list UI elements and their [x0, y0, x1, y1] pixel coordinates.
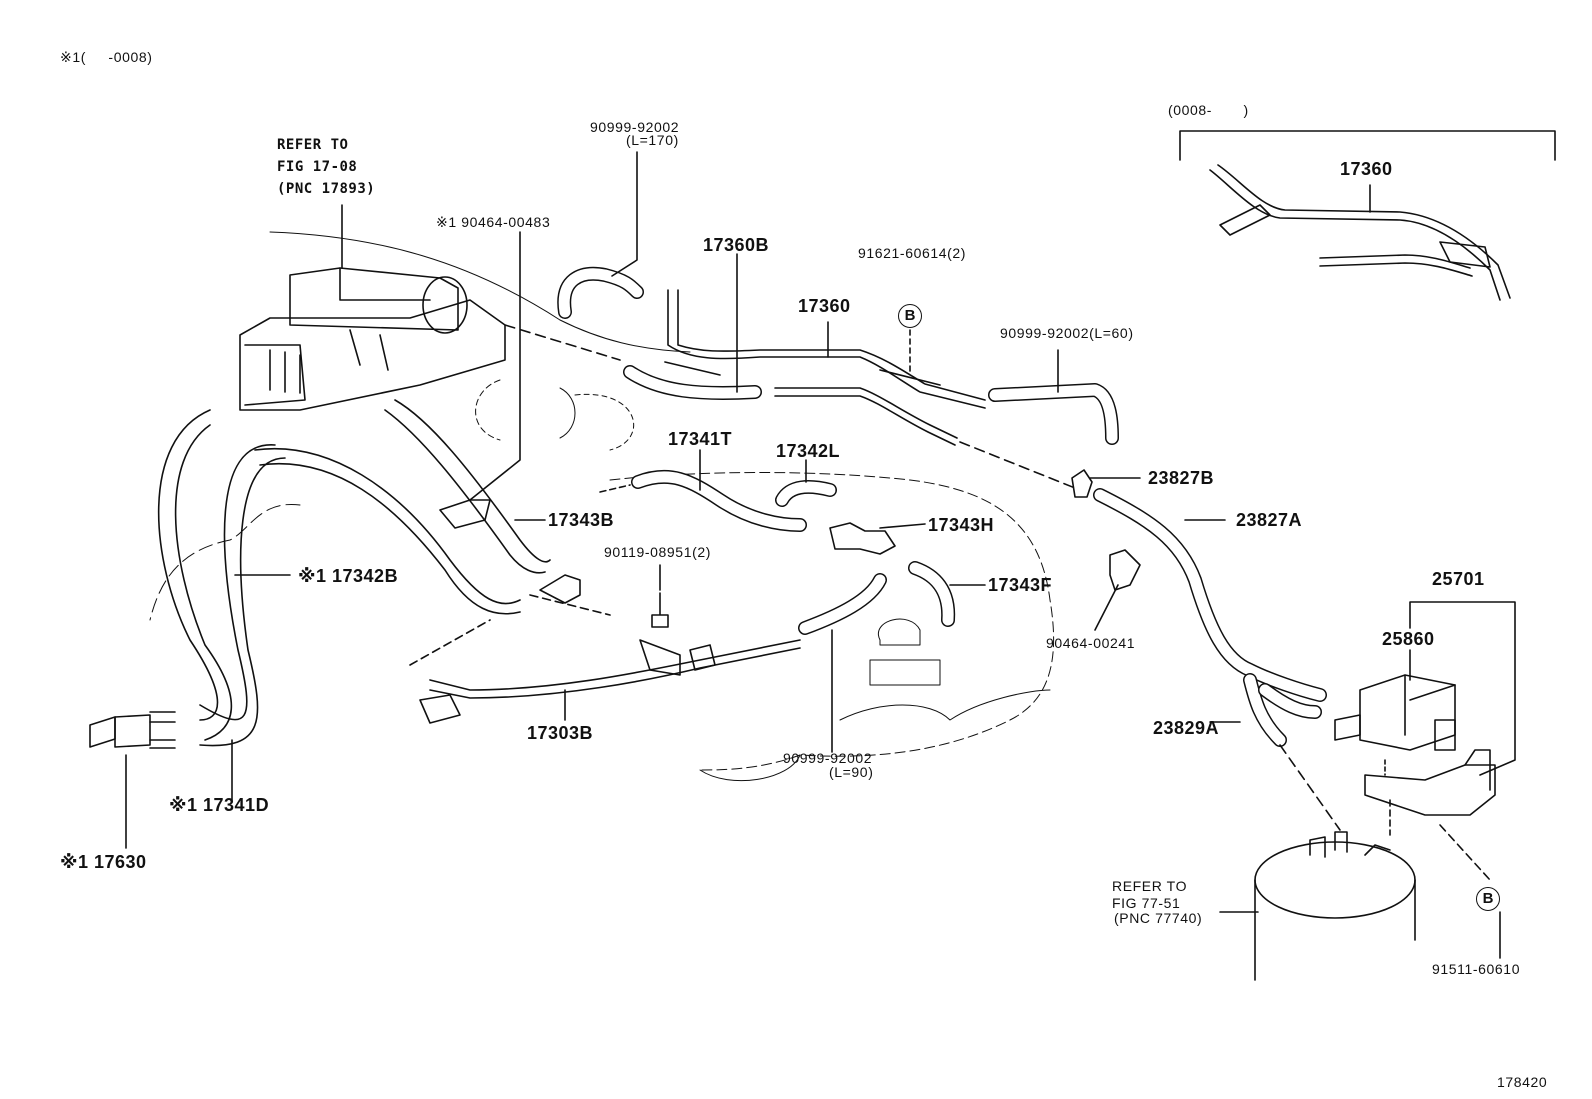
part-label-23827B: 23827B	[1148, 468, 1215, 488]
part-label-17303B: 17303B	[527, 723, 594, 743]
part-label-90999-92002-c-length: (L=90)	[829, 764, 874, 780]
vsv-25860	[1334, 674, 1456, 751]
part-label-23827A: 23827A	[1236, 510, 1303, 530]
figure-code: 178420	[1497, 1074, 1548, 1090]
connector-17343H	[829, 522, 896, 555]
part-label-17341T: 17341T	[668, 429, 733, 449]
bracket-25701	[1364, 749, 1496, 816]
clamp-90464-00241	[1109, 549, 1141, 591]
refer-canister-line-3: (PNC 77740)	[1114, 910, 1203, 926]
leader-90999-92002-a	[611, 151, 638, 277]
leader-90464-00483	[469, 231, 521, 501]
part-label-17630: ※1 17630	[60, 852, 147, 872]
air-cleaner-body	[239, 267, 506, 411]
leader-17343H	[879, 523, 926, 529]
part-label-17341D: ※1 17341D	[169, 795, 270, 815]
part-label-90464-00241: 90464-00241	[1046, 635, 1136, 651]
part-label-17360B: 17360B	[703, 235, 770, 255]
part-label-17342L: 17342L	[776, 441, 841, 461]
inset-bracket	[1179, 130, 1556, 161]
engine-outline	[149, 231, 1055, 782]
refer-air-line-3: (PNC 17893)	[277, 181, 376, 197]
clip-23827B	[1071, 469, 1093, 498]
dashed-link	[504, 324, 621, 361]
marker-b-upper: B	[898, 304, 922, 328]
charcoal-canister	[1254, 831, 1416, 981]
part-label-23829A: 23829A	[1153, 718, 1220, 738]
refer-air-line-1: REFER TO	[277, 137, 349, 153]
pipe-17360-inset	[1209, 164, 1511, 301]
part-label-25860: 25860	[1382, 629, 1435, 649]
part-label-90999-92002-a: 90999-92002	[590, 119, 680, 135]
part-label-17342B: ※1 17342B	[298, 566, 399, 586]
inset-range-label: (0008- )	[1168, 102, 1249, 118]
part-label-90999-92002-c: 90999-92002	[783, 750, 873, 766]
part-label-17360-inset: 17360	[1340, 159, 1393, 179]
bolt-90119	[651, 592, 669, 628]
part-label-17343H: 17343H	[928, 515, 995, 535]
refer-air-line-2: FIG 17-08	[277, 159, 358, 175]
part-label-17343F: 17343F	[988, 575, 1053, 595]
left-hoses	[157, 399, 551, 747]
header-note: ※1( -0008)	[60, 49, 153, 65]
dashed-link-23827B	[959, 441, 1076, 489]
part-label-25701: 25701	[1432, 569, 1485, 589]
refer-canister-line-1: REFER TO	[1112, 878, 1188, 894]
part-label-91621-60614: 91621-60614(2)	[858, 245, 967, 261]
leader-25701	[1409, 601, 1516, 776]
part-label-17343B: 17343B	[548, 510, 615, 530]
part-label-90999-92002-b: 90999-92002(L=60)	[1000, 325, 1134, 341]
pipe-17360-main	[664, 289, 986, 446]
part-label-90464-00483: ※1 90464-00483	[436, 214, 551, 230]
vsv-17630	[89, 711, 176, 749]
part-label-17360: 17360	[798, 296, 851, 316]
part-label-90999-92002-a-length: (L=170)	[626, 132, 679, 148]
clamp-90464-00483	[439, 499, 491, 529]
part-label-90119-08951: 90119-08951(2)	[604, 544, 711, 560]
part-label-91511-60610: 91511-60610	[1432, 961, 1521, 977]
line-17303B	[419, 639, 801, 724]
marker-b-lower: B	[1476, 887, 1500, 911]
refer-canister-line-2: FIG 77-51	[1112, 895, 1181, 911]
